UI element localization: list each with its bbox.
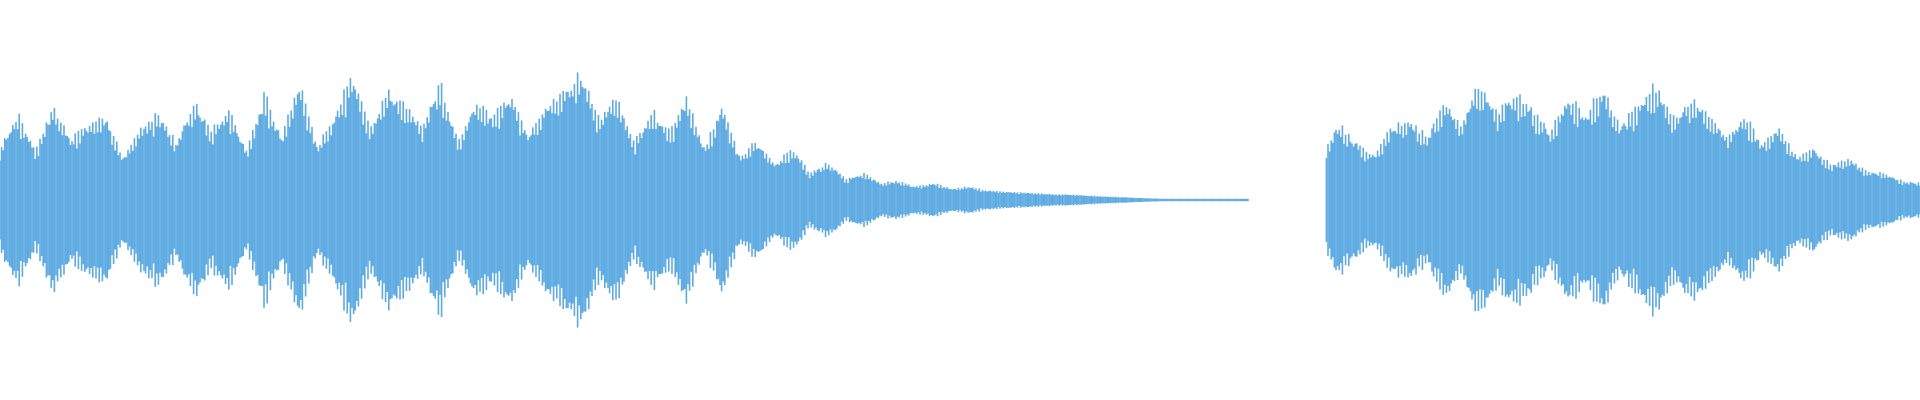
waveform-bars xyxy=(0,72,1920,328)
